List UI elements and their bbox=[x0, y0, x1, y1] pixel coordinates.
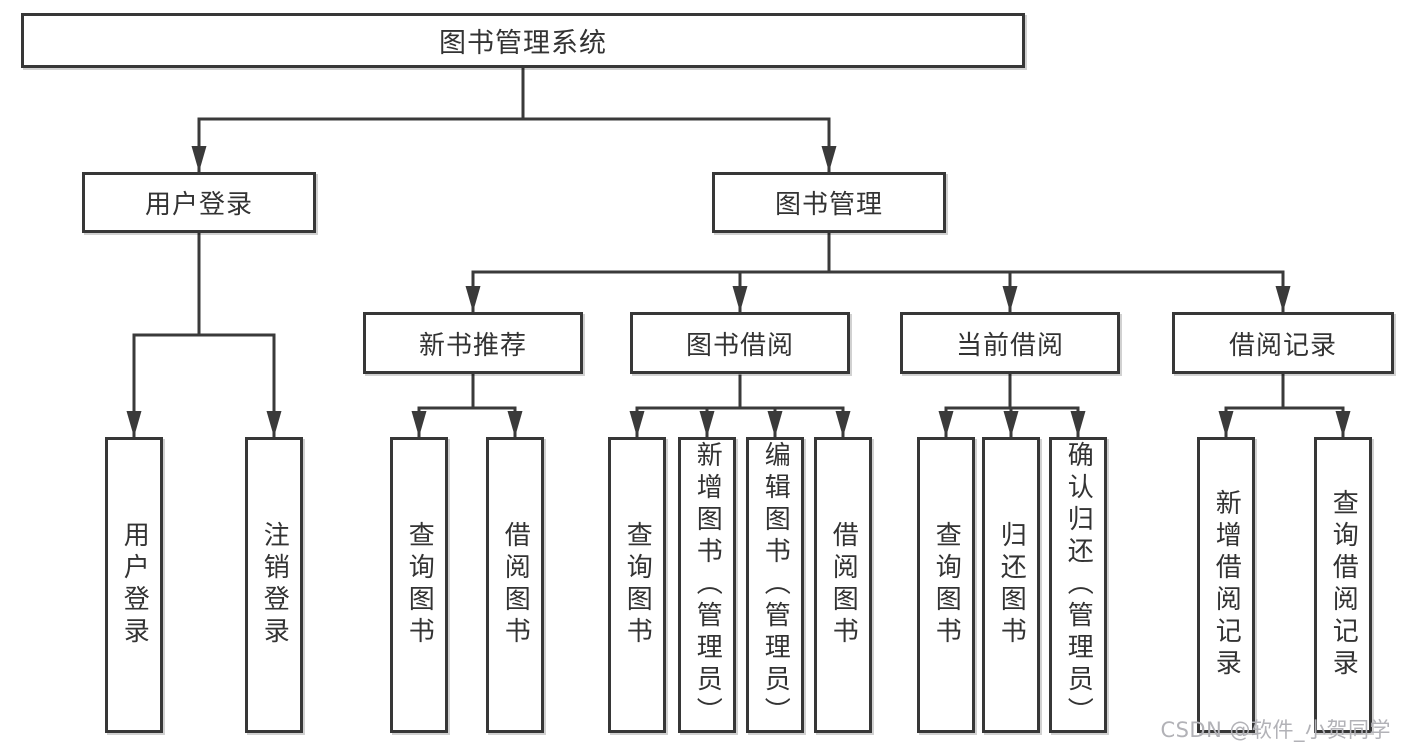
edges-current-borrowing-branch bbox=[938, 372, 1086, 439]
leaf-user-login-label: 用户登录 bbox=[119, 521, 150, 649]
leaf-confirm-return-admin-label: 确认归还（管理员） bbox=[1063, 441, 1094, 729]
edges-user-login-branch bbox=[126, 231, 282, 439]
leaf-borrow-query-books-label: 查询图书 bbox=[622, 521, 653, 649]
leaf-current-query-books: 查询图书 bbox=[917, 437, 975, 733]
leaf-return-books: 归还图书 bbox=[982, 437, 1040, 733]
edges-book-borrowing-branch bbox=[629, 374, 851, 439]
leaf-recommend-borrow-books-label: 借阅图书 bbox=[500, 521, 531, 649]
leaf-edit-books-admin-label: 编辑图书（管理员） bbox=[760, 441, 791, 729]
leaf-add-books-admin: 新增图书（管理员） bbox=[678, 437, 736, 733]
leaf-query-borrow-record-label: 查询借阅记录 bbox=[1328, 489, 1359, 681]
leaf-return-books-label: 归还图书 bbox=[996, 521, 1027, 649]
leaf-add-borrow-record-label: 新增借阅记录 bbox=[1211, 489, 1242, 681]
leaf-borrow-books: 借阅图书 bbox=[814, 437, 872, 733]
leaf-confirm-return-admin: 确认归还（管理员） bbox=[1049, 437, 1107, 733]
node-library-system: 图书管理系统 bbox=[21, 13, 1025, 68]
leaf-current-query-books-label: 查询图书 bbox=[931, 521, 962, 649]
node-book-management: 图书管理 bbox=[712, 172, 946, 233]
leaf-recommend-query-books-label: 查询图书 bbox=[404, 521, 435, 649]
node-new-book-recommendation: 新书推荐 bbox=[363, 312, 583, 374]
leaf-recommend-borrow-books: 借阅图书 bbox=[486, 437, 544, 733]
node-user-login: 用户登录 bbox=[82, 172, 316, 233]
leaf-add-borrow-record: 新增借阅记录 bbox=[1197, 437, 1255, 733]
leaf-borrow-books-label: 借阅图书 bbox=[828, 521, 859, 649]
edges-book-management-branch bbox=[465, 231, 1291, 314]
leaf-logout: 注销登录 bbox=[245, 437, 303, 733]
node-borrowing-records: 借阅记录 bbox=[1172, 312, 1394, 374]
edges-borrowing-records-branch bbox=[1218, 372, 1351, 439]
leaf-borrow-query-books: 查询图书 bbox=[608, 437, 666, 733]
leaf-logout-label: 注销登录 bbox=[259, 521, 290, 649]
node-book-borrowing: 图书借阅 bbox=[630, 312, 850, 374]
leaf-add-books-admin-label: 新增图书（管理员） bbox=[692, 441, 723, 729]
leaf-user-login: 用户登录 bbox=[105, 437, 163, 733]
node-current-borrowing: 当前借阅 bbox=[900, 312, 1120, 374]
edges-root-to-level2 bbox=[191, 66, 837, 174]
leaf-query-borrow-record: 查询借阅记录 bbox=[1314, 437, 1372, 733]
edges-new-book-recommendation-branch bbox=[411, 372, 523, 439]
leaf-recommend-query-books: 查询图书 bbox=[390, 437, 448, 733]
leaf-edit-books-admin: 编辑图书（管理员） bbox=[746, 437, 804, 733]
watermark-text: CSDN @软件_小贺同学 bbox=[1160, 718, 1391, 742]
